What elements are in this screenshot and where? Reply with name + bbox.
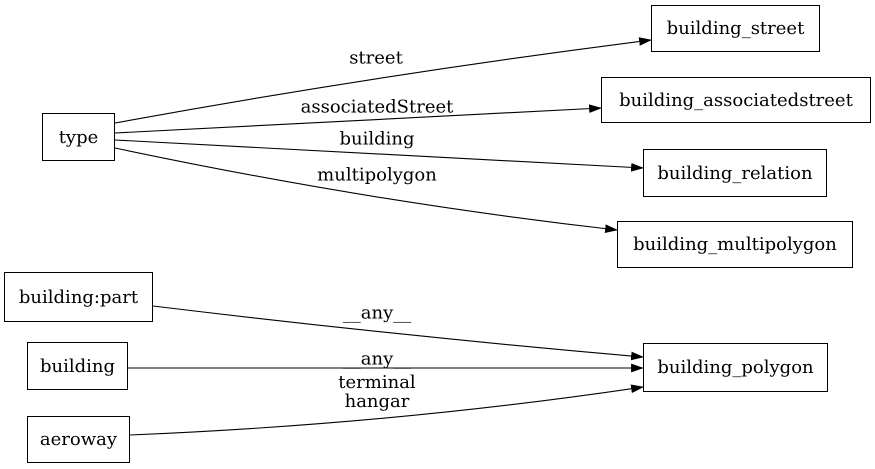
node-building-multipolygon-label: building_multipolygon bbox=[633, 234, 837, 255]
edge-label-any-building: __any__ bbox=[342, 348, 412, 370]
node-building-polygon-label: building_polygon bbox=[657, 357, 814, 378]
node-building-label: building bbox=[39, 355, 116, 377]
node-building-street-label: building_street bbox=[666, 18, 805, 39]
node-building-associatedstreet: building_associatedstreet bbox=[601, 77, 871, 123]
node-aeroway-label: aeroway bbox=[39, 429, 118, 450]
node-building: building bbox=[27, 342, 128, 390]
edge-label-hangar: hangar bbox=[344, 391, 410, 412]
node-building-part: building:part bbox=[4, 272, 153, 322]
node-building-relation-label: building_relation bbox=[657, 162, 813, 184]
edge-label-terminal: terminal bbox=[338, 372, 416, 393]
node-building-relation: building_relation bbox=[643, 149, 827, 197]
node-type-label: type bbox=[58, 126, 99, 148]
edge-type-building_multipolygon-line bbox=[114, 147, 619, 233]
node-type: type bbox=[42, 113, 115, 161]
edge-aeroway-building_polygon-line bbox=[129, 384, 645, 436]
node-building-multipolygon: building_multipolygon bbox=[617, 221, 853, 268]
edge-label-terminal-hangar: terminal hangar bbox=[338, 373, 415, 411]
edge-building_part-building_polygon-line bbox=[152, 305, 645, 361]
node-building-associatedstreet-label: building_associatedstreet bbox=[619, 89, 853, 111]
edge-label-building: building bbox=[339, 128, 415, 150]
edge-type-building_relation-line bbox=[114, 139, 645, 172]
edge-label-multipolygon: multipolygon bbox=[317, 164, 437, 186]
node-building-polygon: building_polygon bbox=[643, 343, 828, 392]
edge-label-street: street bbox=[349, 47, 403, 69]
edge-label-associatedstreet: associatedStreet bbox=[300, 96, 454, 118]
node-building-part-label: building:part bbox=[18, 286, 139, 308]
node-aeroway: aeroway bbox=[27, 416, 130, 463]
node-building-street: building_street bbox=[651, 5, 820, 52]
edge-type-building_street-line bbox=[114, 37, 653, 124]
edge-label-any-building-part: __any__ bbox=[342, 302, 412, 324]
edge-type-building_associatedstreet-line bbox=[114, 104, 603, 134]
